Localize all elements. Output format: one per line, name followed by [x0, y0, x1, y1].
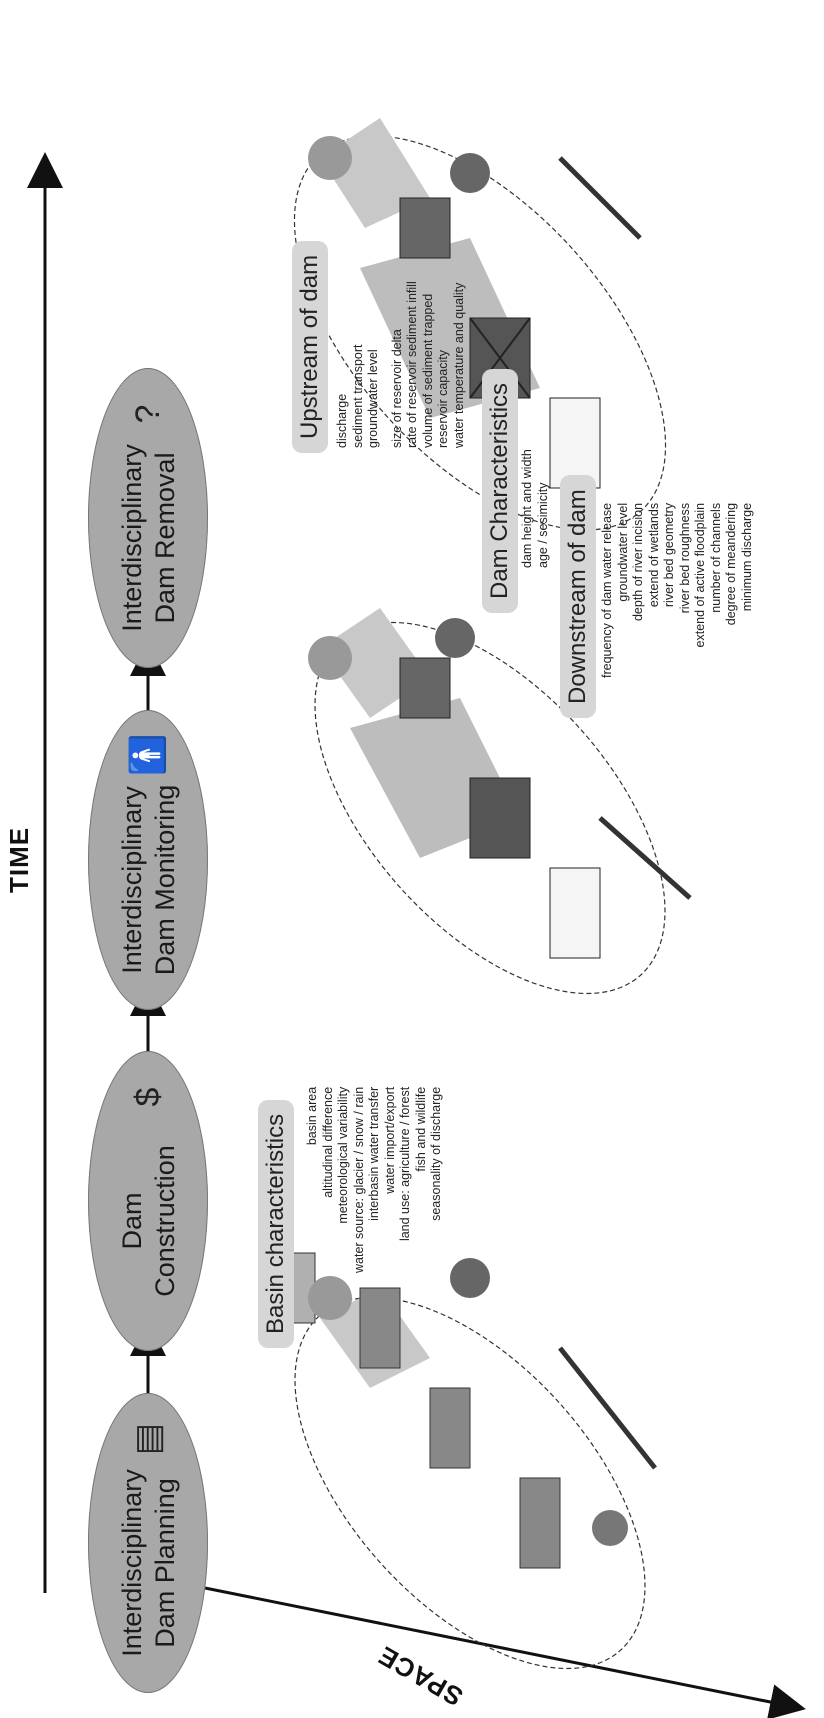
upstream-item: discharge: [335, 393, 349, 448]
stage-label-monitoring: Interdisciplinary Dam Monitoring: [117, 784, 180, 976]
downstream-item: extend of active floodplain: [693, 502, 707, 648]
basin-item: interbasin water transfer: [367, 1086, 381, 1221]
downstream-item: river bed geometry: [662, 502, 676, 608]
basin-item: seasonality of discharge: [429, 1086, 443, 1221]
space-axis-arrow: [204, 1586, 806, 1718]
basin-item: meteorological variability: [336, 1086, 350, 1224]
time-axis-label: TIME: [4, 826, 34, 893]
stage-node-monitoring: Interdisciplinary Dam Monitoring 🚹: [88, 710, 208, 1010]
stage-node-construction: Dam Construction $: [88, 1051, 208, 1351]
stage-node-planning: Interdisciplinary Dam Planning ▤: [88, 1393, 208, 1693]
stage-label-construction: Dam Construction: [117, 1145, 180, 1297]
upstream-item: size of reservoir delta: [389, 329, 404, 448]
dam-title: Dam Characteristics: [482, 368, 518, 613]
dam-item: age / sesimicity: [535, 482, 550, 568]
upstream-item: reservoir capacity: [436, 350, 450, 448]
dollar-icon: $: [129, 1087, 167, 1107]
basin-list: basin area altitudinal difference meteor…: [305, 1087, 445, 1273]
upstream-item: [382, 281, 390, 448]
basin-item: fish and wildlife: [413, 1086, 428, 1172]
dam-list: dam height and width age / sesimicity: [520, 449, 551, 568]
question-icon: ?: [129, 404, 167, 424]
basin-title: Basin characteristics: [258, 1099, 294, 1348]
basin-item: water import/export: [382, 1086, 397, 1194]
upstream-list: discharge sediment transport groundwater…: [335, 281, 467, 448]
upstream-item: rate of reservoir sediment infill: [405, 281, 419, 448]
downstream-item: river bed roughness: [677, 502, 692, 614]
upstream-item: groundwater level: [366, 349, 380, 448]
upstream-item: volume of sediment trapped: [420, 293, 435, 448]
basin-item: altitudinal difference: [320, 1086, 335, 1198]
downstream-item: degree of meandering: [724, 502, 738, 626]
downstream-item: extend of wetlands: [646, 502, 661, 608]
downstream-item: minimum discharge: [739, 502, 754, 612]
dam-item: dam height and width: [520, 449, 534, 568]
basin-item: water source: glacier / snow / rain: [351, 1086, 366, 1273]
downstream-item: number of channels: [708, 502, 723, 613]
upstream-item: sediment transport: [350, 344, 365, 448]
basin-item: land use: agriculture / forest: [398, 1086, 412, 1242]
downstream-title: Downstream of dam: [560, 475, 596, 718]
upstream-item: water temperature and quality: [451, 282, 466, 448]
downstream-item: depth of river incision: [631, 502, 645, 622]
scene-planning: [279, 1252, 657, 1569]
document-icon: ▤: [129, 1422, 167, 1456]
people-icon: 🚹: [129, 733, 167, 776]
downstream-item: groundwater level: [615, 502, 630, 602]
downstream-list: frequency of dam water release groundwat…: [600, 503, 755, 678]
upstream-title: Upstream of dam: [292, 240, 328, 453]
stage-node-removal: Interdisciplinary Dam Removal ?: [88, 368, 208, 668]
stage-label-removal: Interdisciplinary Dam Removal: [117, 444, 180, 632]
basin-item: basin area: [305, 1086, 319, 1146]
scene-construction: [308, 608, 692, 959]
downstream-item: frequency of dam water release: [600, 502, 614, 678]
stage-label-planning: Interdisciplinary Dam Planning: [117, 1469, 180, 1657]
